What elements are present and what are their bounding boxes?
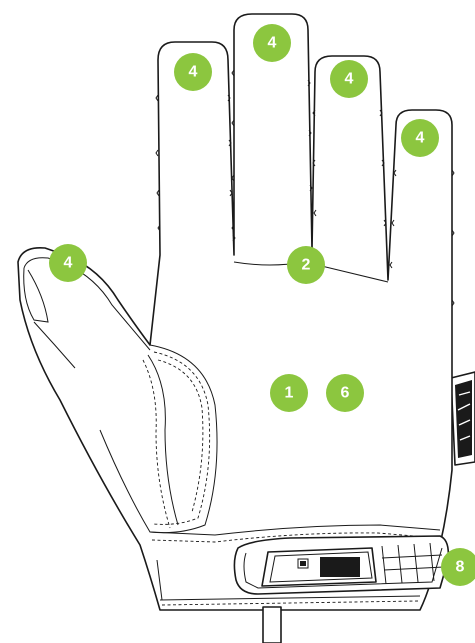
- callout-pinky-tip: 4: [401, 119, 439, 157]
- callout-ring-tip: 4: [330, 60, 368, 98]
- glove-outline: [18, 14, 452, 610]
- callout-label: 1: [285, 385, 294, 402]
- callout-label: 4: [189, 64, 198, 81]
- callout-index-tip: 4: [174, 53, 212, 91]
- callout-label: 8: [456, 559, 465, 576]
- callout-palm-right: 6: [326, 374, 364, 412]
- callout-label: 4: [268, 35, 277, 52]
- callout-label: 4: [345, 71, 354, 88]
- callout-label: 6: [341, 385, 350, 402]
- callout-finger-crotch: 2: [287, 246, 325, 284]
- side-logo-panel: [451, 372, 475, 465]
- callout-label: 2: [302, 257, 311, 274]
- callout-label: 4: [416, 130, 425, 147]
- callout-middle-tip: 4: [253, 24, 291, 62]
- wrist-closure-tab: [234, 536, 448, 594]
- callout-palm-left: 1: [270, 374, 308, 412]
- callout-label: 4: [64, 255, 73, 272]
- callout-thumb-tip: 4: [49, 244, 87, 282]
